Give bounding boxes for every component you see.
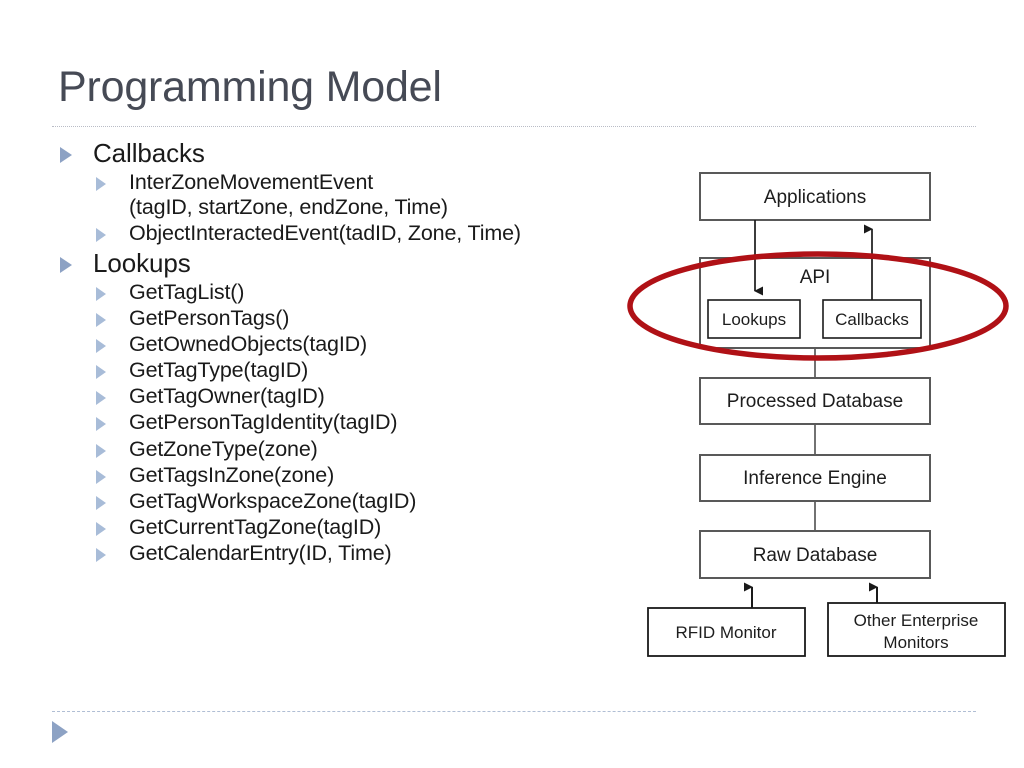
- bullet-callbacks: Callbacks: [52, 138, 662, 168]
- bullet-label: GetTagType(tagID): [129, 358, 309, 383]
- diagram-node-label-line1: Other Enterprise: [854, 611, 979, 630]
- diagram-node-applications: Applications: [699, 172, 931, 221]
- bullet-triangle-icon: [96, 469, 106, 484]
- diagram-node-label: Callbacks: [835, 310, 909, 329]
- outline-body: Callbacks InterZoneMovementEvent (tagID,…: [52, 138, 662, 567]
- bullet-gettagtype: GetTagType(tagID): [52, 358, 662, 383]
- diagram-node-label: Lookups: [722, 310, 786, 329]
- bullet-gettagworkspacezone: GetTagWorkspaceZone(tagID): [52, 489, 662, 514]
- diagram-node-label: API: [800, 267, 831, 288]
- bullet-objectinteractedevent: ObjectInteractedEvent(tadID, Zone, Time): [52, 221, 662, 246]
- bullet-triangle-icon: [60, 256, 72, 273]
- bullet-label: GetPersonTagIdentity(tagID): [129, 410, 398, 435]
- bullet-label: GetTagsInZone(zone): [129, 462, 335, 487]
- bullet-label: ObjectInteractedEvent(tadID, Zone, Time): [129, 221, 521, 246]
- page-title: Programming Model: [58, 63, 442, 111]
- diagram-node-label: Applications: [764, 187, 866, 208]
- bullet-triangle-icon: [96, 522, 106, 536]
- diagram-node-rfid-monitor: RFID Monitor: [647, 607, 806, 657]
- bullet-getpersontags: GetPersonTags(): [52, 306, 662, 331]
- bullet-triangle-icon: [96, 548, 106, 563]
- bullet-gettaglist: GetTagList(): [52, 280, 662, 305]
- bullet-label: InterZoneMovementEvent: [129, 170, 374, 195]
- bottom-divider: [52, 711, 976, 712]
- bullet-label: GetTagList(): [129, 279, 245, 304]
- bullet-gettagsinzone: GetTagsInZone(zone): [52, 463, 662, 488]
- bullet-getpersontagidentity: GetPersonTagIdentity(tagID): [52, 410, 662, 435]
- highlight-ellipse-api: [627, 251, 1009, 361]
- bullet-triangle-icon: [96, 495, 106, 510]
- bullet-triangle-icon: [96, 177, 106, 192]
- bullet-triangle-icon: [96, 417, 106, 432]
- architecture-diagram: Applications API Lookups Callbacks Proce…: [600, 155, 1024, 675]
- diagram-node-label: RFID Monitor: [675, 623, 776, 642]
- diagram-node-inference-engine: Inference Engine: [699, 454, 931, 502]
- bullet-triangle-icon: [96, 339, 106, 354]
- bullet-triangle-icon: [96, 286, 106, 301]
- bullet-getcalendarentry: GetCalendarEntry(ID, Time): [52, 541, 662, 566]
- empty-bullet-triangle-icon: [52, 721, 68, 743]
- bullet-label: Lookups: [93, 247, 191, 278]
- bullet-label: GetZoneType(zone): [129, 436, 318, 461]
- diagram-node-lookups: Lookups: [707, 299, 801, 339]
- diagram-node-label-line2: Monitors: [883, 633, 948, 652]
- bullet-label: Callbacks: [93, 138, 205, 168]
- bullet-triangle-icon: [96, 365, 106, 380]
- bullet-gettagowner: GetTagOwner(tagID): [52, 384, 662, 409]
- bullet-getcurrenttagzone: GetCurrentTagZone(tagID): [52, 515, 662, 540]
- bullet-triangle-icon: [96, 391, 106, 406]
- bullet-triangle-icon: [96, 312, 106, 327]
- bullet-label: GetPersonTags(): [129, 305, 290, 330]
- bullet-label: GetOwnedObjects(tagID): [129, 332, 368, 357]
- bullet-triangle-icon: [96, 228, 106, 243]
- diagram-node-label: Raw Database: [753, 545, 878, 566]
- bullet-label: GetCurrentTagZone(tagID): [129, 515, 382, 539]
- title-divider: [52, 126, 976, 127]
- diagram-node-callbacks: Callbacks: [822, 299, 922, 339]
- bullet-label: GetTagOwner(tagID): [129, 384, 325, 409]
- diagram-node-label: Processed Database: [727, 391, 903, 412]
- diagram-node-raw-database: Raw Database: [699, 530, 931, 579]
- bullet-triangle-icon: [96, 443, 106, 458]
- bullet-interzonemovementevent: InterZoneMovementEvent (tagID, startZone…: [52, 170, 662, 220]
- bullet-getzonetype: GetZoneType(zone): [52, 437, 662, 462]
- bullet-label: GetCalendarEntry(ID, Time): [129, 541, 392, 566]
- bullet-label: GetTagWorkspaceZone(tagID): [129, 488, 417, 513]
- bullet-label-continuation: (tagID, startZone, endZone, Time): [129, 195, 448, 220]
- diagram-node-label: Inference Engine: [743, 468, 887, 489]
- diagram-node-other-enterprise-monitors: Other Enterprise Monitors: [827, 602, 1006, 657]
- bullet-triangle-icon: [60, 147, 72, 163]
- diagram-node-processed-database: Processed Database: [699, 377, 931, 425]
- bullet-getownedobjects: GetOwnedObjects(tagID): [52, 332, 662, 357]
- bullet-lookups: Lookups: [52, 248, 662, 278]
